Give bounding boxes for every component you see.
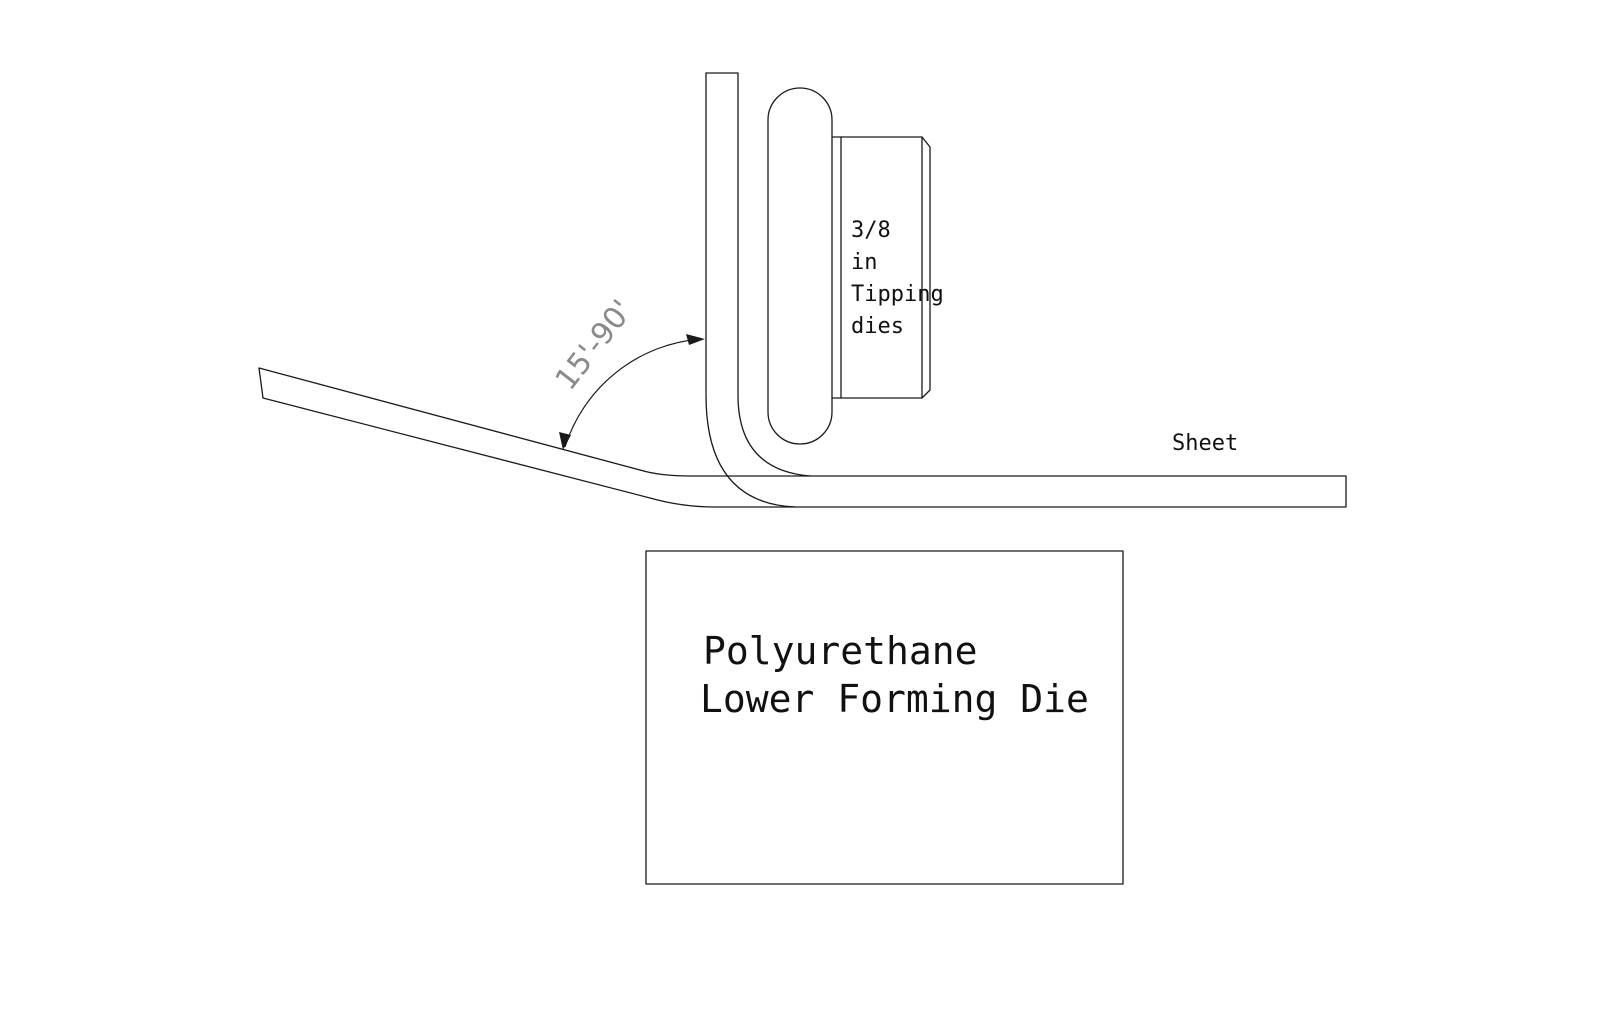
bent-sheet (258, 367, 1347, 508)
angle-dimension-arc (564, 338, 702, 448)
lower-die-label-line-1: Polyurethane (703, 629, 978, 673)
rounded-punch (767, 87, 833, 445)
tipping-die-label-line-3: Tipping (851, 282, 944, 307)
tipping-die-label-line-2: in (851, 250, 878, 275)
sheet-label: Sheet (1172, 431, 1238, 456)
vertical-flange (705, 72, 811, 508)
lower-forming-die (645, 550, 1124, 885)
angle-arrow-lower (559, 432, 571, 450)
tipping-die-label-line-4: dies (851, 314, 904, 339)
angle-label: 15'-90' (549, 294, 640, 397)
tipping-die-body (831, 136, 931, 399)
tipping-die-label-line-1: 3/8 (851, 218, 891, 243)
angle-arrow-upper (686, 334, 705, 345)
lower-die-label-line-2: Lower Forming Die (700, 677, 1089, 721)
